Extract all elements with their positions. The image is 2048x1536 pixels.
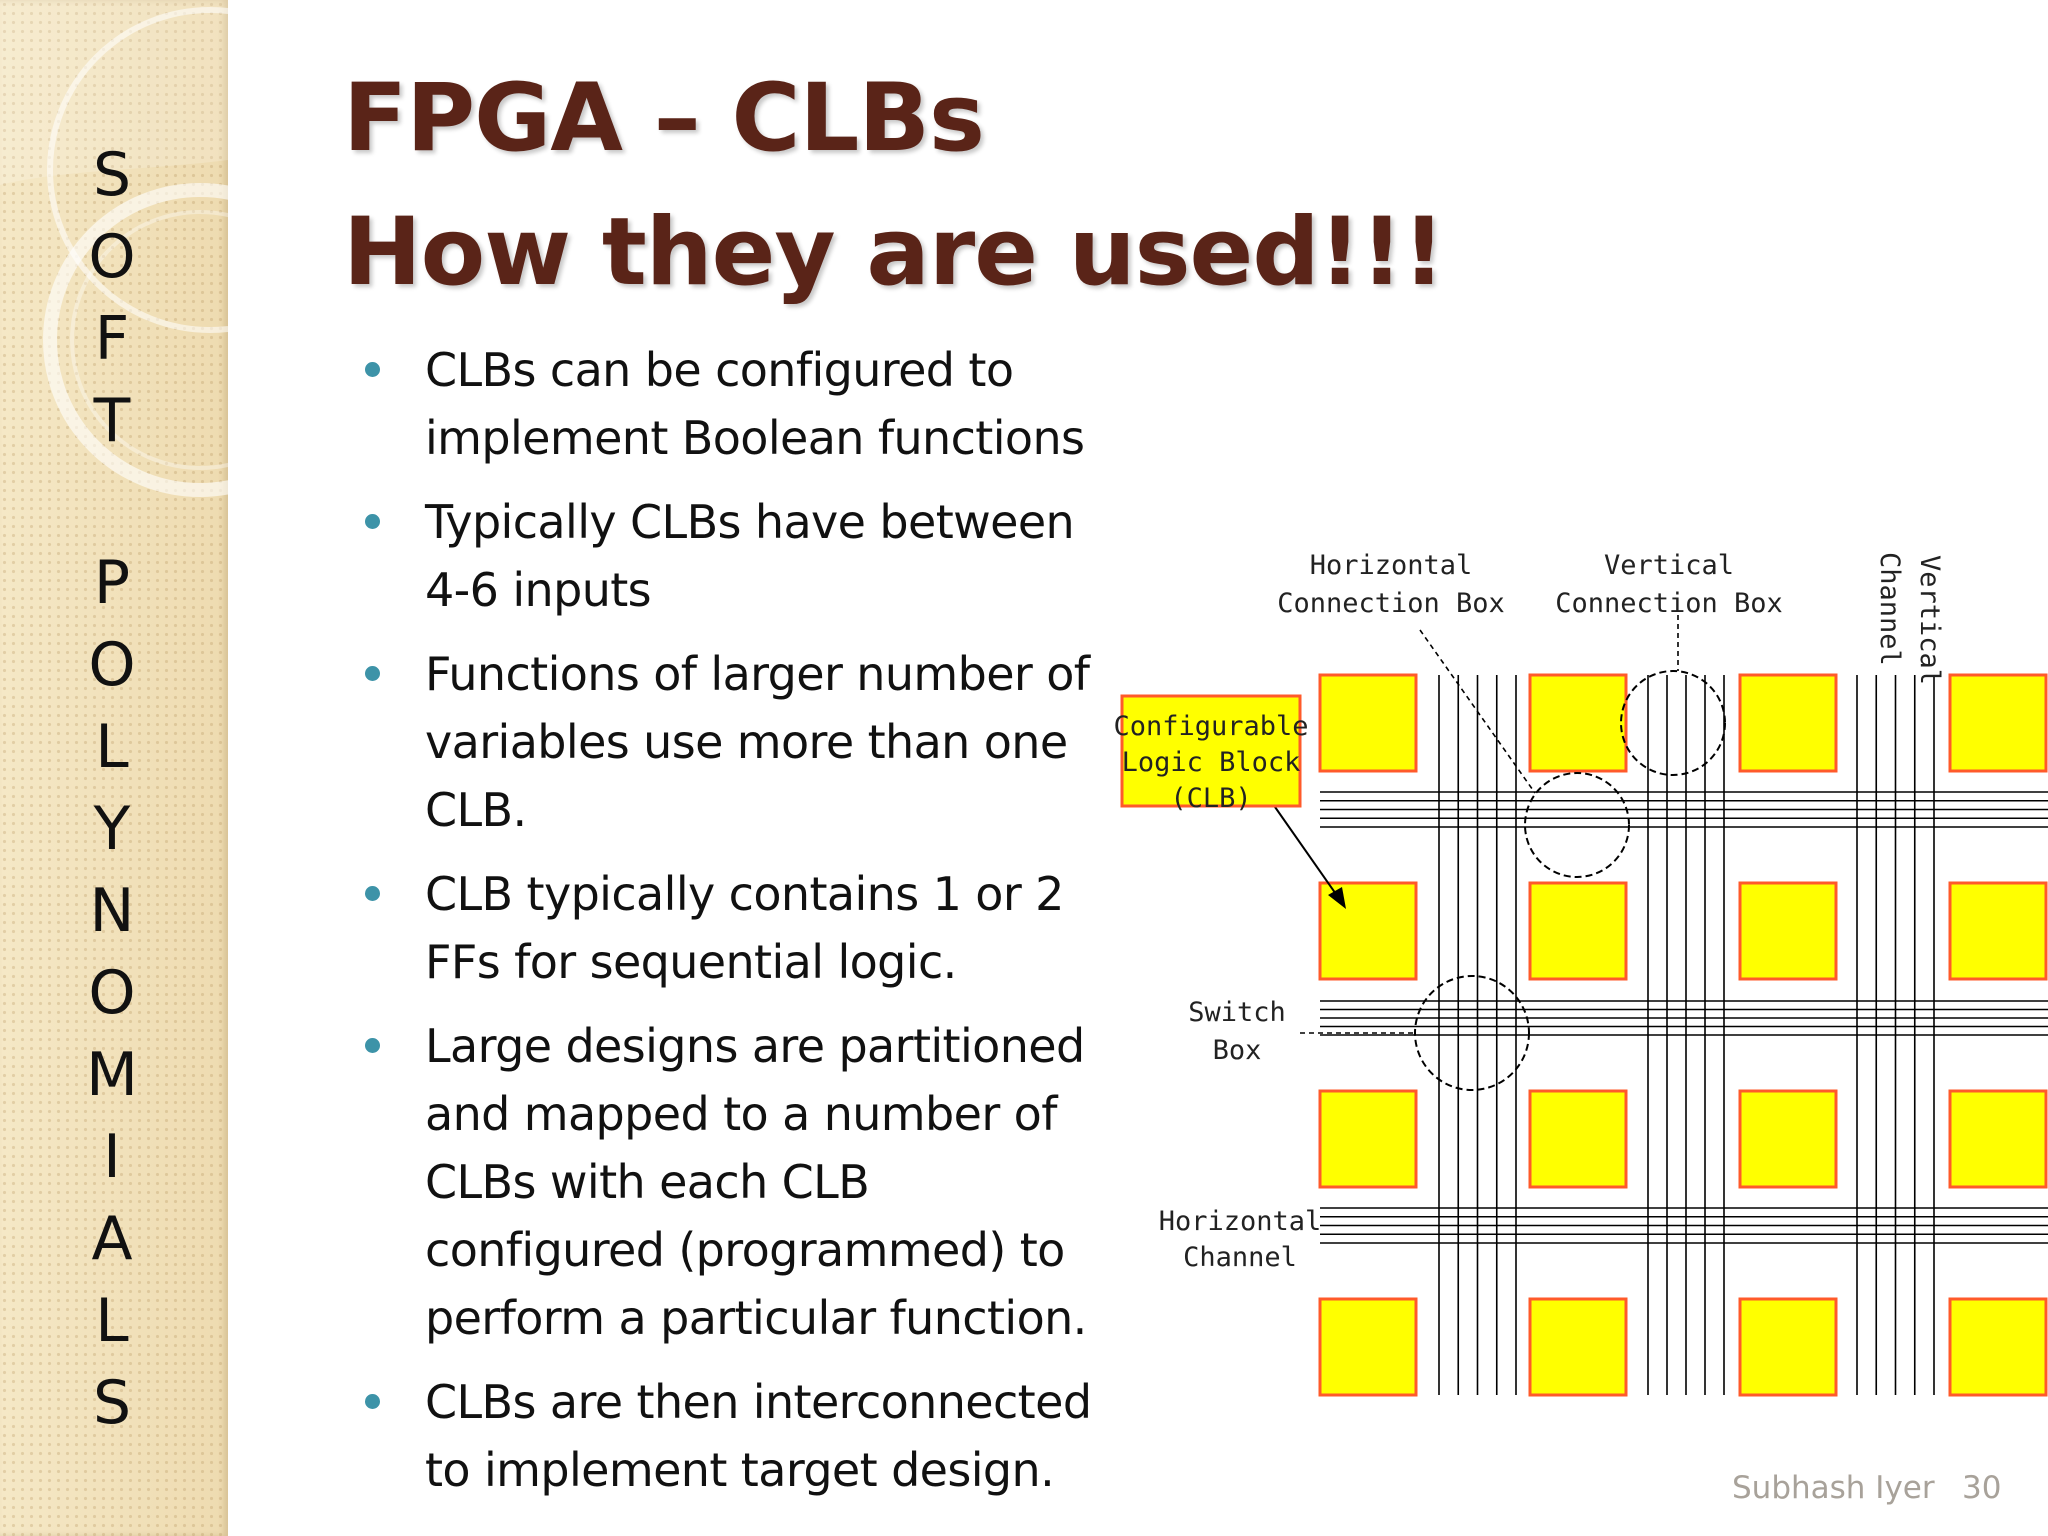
horizontal-connection-box-circle: [1524, 772, 1630, 878]
sidebar-letter: A: [91, 1204, 133, 1274]
clb-block: [1318, 1297, 1418, 1397]
bullet-line: CLBs can be configured to: [425, 343, 1014, 397]
bullet-line: Large designs are partitioned: [425, 1019, 1085, 1073]
bullet-item: CLBs can be configured to implement Boole…: [343, 336, 1353, 472]
vertical-channel-label: Vertical: [1914, 555, 1945, 685]
clb-block: [1948, 881, 2048, 981]
bullet-dot-icon: [365, 514, 380, 529]
clb-block: [1528, 673, 1628, 773]
clb-block: [1738, 881, 1838, 981]
bullet-line: to implement target design.: [425, 1443, 1055, 1497]
slide-title-line-1: FPGA – CLBs: [343, 64, 985, 173]
vertical-channel-label: Channel: [1874, 552, 1905, 666]
clb-block: [1948, 673, 2048, 773]
switch-box-label: Switch: [1188, 997, 1286, 1028]
sidebar-letter: S: [92, 1368, 132, 1438]
slide-content: FPGA – CLBs How they are used!!! CLBs ca…: [228, 0, 2048, 1536]
sidebar-letter: I: [103, 1122, 121, 1192]
clb-label: (CLB): [1170, 783, 1251, 814]
clb-block: [1738, 1297, 1838, 1397]
sidebar-letter: P: [93, 548, 131, 618]
sidebar-letter: O: [88, 630, 136, 700]
sidebar-letter: O: [88, 958, 136, 1028]
clb-block: [1948, 1089, 2048, 1189]
horizontal-channel-label: Horizontal: [1159, 1206, 1322, 1237]
bullet-text: Large designs are partitioned and mapped …: [425, 1012, 1353, 1352]
clb-block: [1528, 881, 1628, 981]
clb-callout-box: [1120, 694, 1302, 808]
bullet-text: Typically CLBs have between 4-6 inputs: [425, 488, 1353, 624]
bullet-line: and mapped to a number of: [425, 1087, 1057, 1141]
horizontal-channel-label: Channel: [1183, 1242, 1297, 1273]
sidebar-decoration: [0, 0, 228, 497]
bullet-line: Typically CLBs have between: [425, 495, 1075, 549]
bullet-line: FFs for sequential logic.: [425, 935, 957, 989]
bullet-item: Typically CLBs have between 4-6 inputs: [343, 488, 1353, 624]
sidebar-letter: Y: [93, 794, 131, 864]
bullet-text: Functions of larger number of variables u…: [425, 640, 1353, 844]
sidebar-letter: L: [95, 1286, 129, 1356]
bullet-line: perform a particular function.: [425, 1291, 1087, 1345]
clb-block: [1738, 1089, 1838, 1189]
sidebar-letter: N: [89, 876, 135, 946]
footer-author: Subhash Iyer: [1732, 1470, 1935, 1506]
clb-arrow-line: [1274, 806, 1339, 898]
vertical-connection-box-label: Vertical: [1604, 550, 1734, 581]
bullet-line: CLB.: [425, 783, 527, 837]
bullet-line: CLBs with each CLB: [425, 1155, 870, 1209]
clb-block: [1318, 673, 1418, 773]
clb-block: [1738, 673, 1838, 773]
sidebar-letter: F: [94, 304, 130, 374]
clb-block: [1948, 1297, 2048, 1397]
vertical-connection-box-circle: [1620, 670, 1726, 776]
bullet-dot-icon: [365, 886, 380, 901]
bullet-item: Functions of larger number of variables u…: [343, 640, 1353, 844]
sidebar-letter: T: [93, 386, 131, 456]
slide-title-line-2: How they are used!!!: [343, 198, 1445, 307]
bullet-line: CLBs are then interconnected: [425, 1375, 1092, 1429]
clb-label: Logic Block: [1122, 747, 1301, 778]
sidebar-letter: L: [95, 712, 129, 782]
bullet-text: CLB typically contains 1 or 2 FFs for seq…: [425, 860, 1353, 996]
clb-label: Configurable: [1113, 711, 1308, 742]
bullet-line: CLB typically contains 1 or 2: [425, 867, 1064, 921]
bullet-dot-icon: [365, 1394, 380, 1409]
sidebar-letter: O: [88, 222, 136, 292]
bullet-line: configured (programmed) to: [425, 1223, 1065, 1277]
clb-block: [1528, 1297, 1628, 1397]
bullet-dot-icon: [365, 666, 380, 681]
bullet-text: CLBs are then interconnected to implement…: [425, 1368, 1353, 1504]
bullet-line: 4-6 inputs: [425, 563, 652, 617]
vertical-connection-box-label: Connection Box: [1555, 588, 1783, 619]
page-number: 30: [1962, 1470, 2002, 1506]
bullet-dot-icon: [365, 1038, 380, 1053]
switch-box-circle: [1414, 975, 1530, 1091]
bullet-item: CLBs are then interconnected to implement…: [343, 1368, 1353, 1504]
sidebar-letter: M: [86, 1040, 138, 1110]
bullet-list: CLBs can be configured to implement Boole…: [343, 336, 1353, 1520]
switch-box-label: Box: [1213, 1035, 1262, 1066]
horizontal-connection-box-label: Horizontal: [1310, 550, 1473, 581]
horizontal-connection-box-leader: [1419, 629, 1536, 794]
bullet-text: CLBs can be configured to implement Boole…: [425, 336, 1353, 472]
sidebar-letter: S: [92, 140, 132, 210]
bullet-dot-icon: [365, 362, 380, 377]
bullet-line: variables use more than one: [425, 715, 1068, 769]
clb-block: [1318, 1089, 1418, 1189]
clb-block: [1528, 1089, 1628, 1189]
clb-arrow-head-icon: [1328, 887, 1346, 909]
bullet-line: Functions of larger number of: [425, 647, 1090, 701]
bullet-item: CLB typically contains 1 or 2 FFs for seq…: [343, 860, 1353, 996]
bullet-line: implement Boolean functions: [425, 411, 1085, 465]
bullet-item: Large designs are partitioned and mapped …: [343, 1012, 1353, 1352]
horizontal-connection-box-label: Connection Box: [1277, 588, 1505, 619]
